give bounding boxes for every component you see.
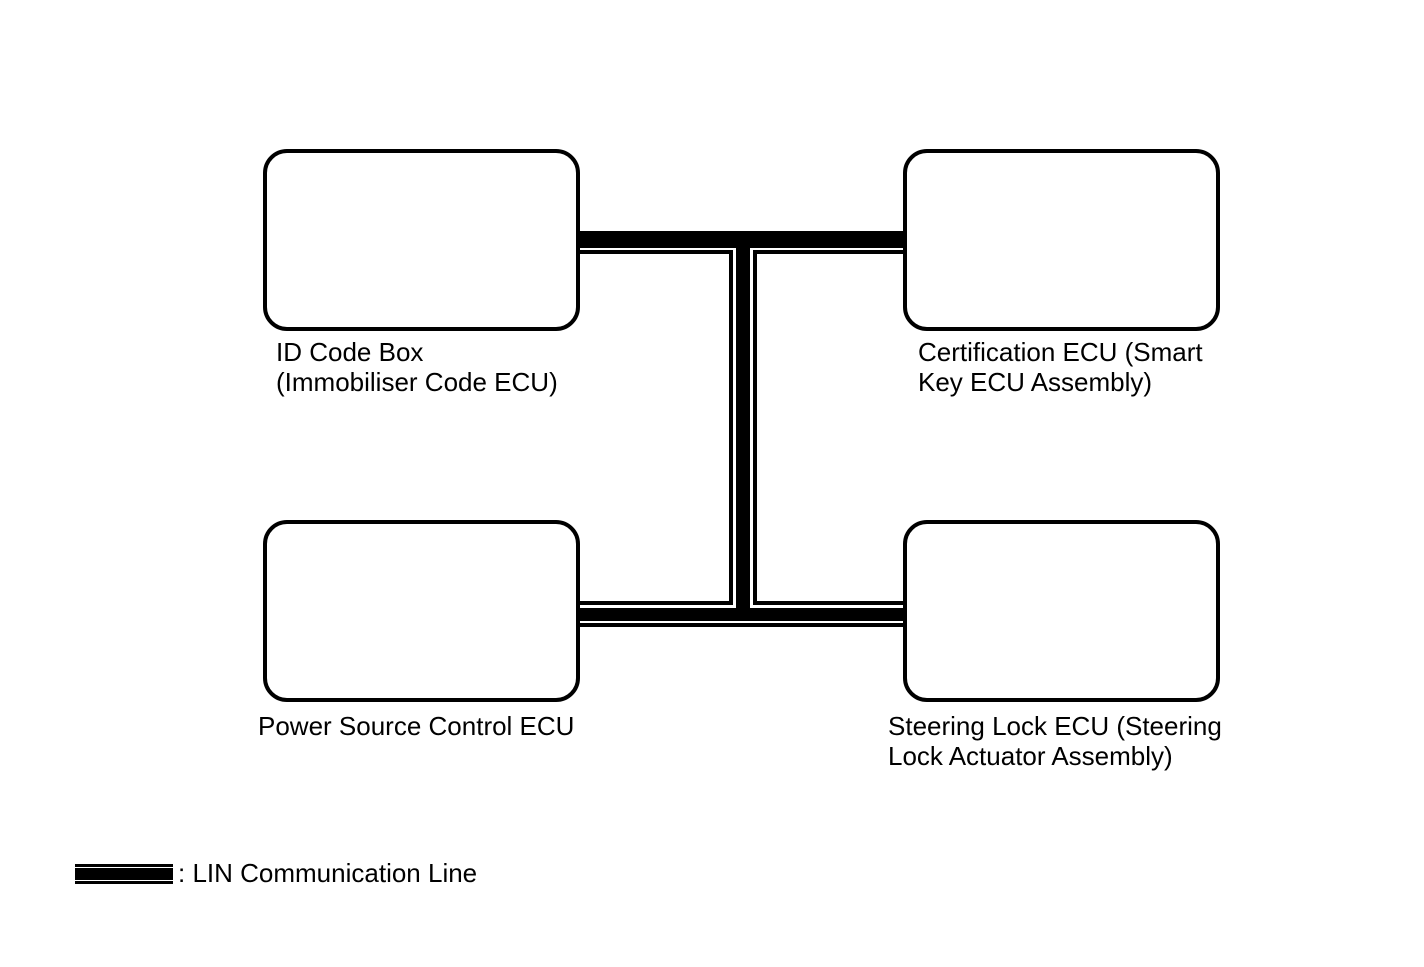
node-label-id-code-box: ID Code Box (Immobiliser Code ECU)	[276, 337, 558, 397]
lin-bus-top-thin-line-right	[753, 250, 905, 254]
legend-lin-line-swatch-thin-bottom	[75, 881, 173, 884]
legend-lin-line-swatch-thick	[75, 868, 173, 880]
legend-lin-line-swatch-thin-top	[75, 864, 173, 867]
node-label-line: Certification ECU (Smart	[918, 337, 1203, 367]
node-id-code-box	[263, 149, 580, 331]
lin-bus-bottom-thin-line-upper-right	[753, 601, 905, 605]
lin-bus-trunk-thin-line-left	[729, 250, 733, 605]
node-label-line: (Immobiliser Code ECU)	[276, 367, 558, 397]
lin-bus-top-thin-line-left	[578, 250, 733, 254]
lin-bus-bottom-thin-line-upper-left	[578, 601, 733, 605]
lin-bus-bottom-thin-line-lower	[578, 623, 905, 627]
legend-label: : LIN Communication Line	[178, 858, 478, 888]
lin-bus-bottom-thick-line	[578, 608, 905, 621]
node-label-line: Key ECU Assembly)	[918, 367, 1153, 397]
node-label-steering-lock-ecu: Steering Lock ECU (Steering Lock Actuato…	[888, 711, 1222, 771]
node-certification-ecu	[903, 149, 1220, 331]
node-label-line: Power Source Control ECU	[258, 711, 575, 741]
lin-bus-trunk-thin-line-right	[753, 250, 757, 605]
node-power-source-control-ecu	[263, 520, 580, 702]
node-label-line: ID Code Box	[276, 337, 424, 367]
node-label-certification-ecu: Certification ECU (Smart Key ECU Assembl…	[918, 337, 1203, 397]
node-label-line: Lock Actuator Assembly)	[888, 741, 1173, 771]
node-label-power-source-control-ecu: Power Source Control ECU	[258, 711, 574, 741]
node-label-line: Steering Lock ECU (Steering	[888, 711, 1222, 741]
lin-bus-trunk-thick-line	[736, 231, 750, 621]
node-steering-lock-ecu	[903, 520, 1220, 702]
